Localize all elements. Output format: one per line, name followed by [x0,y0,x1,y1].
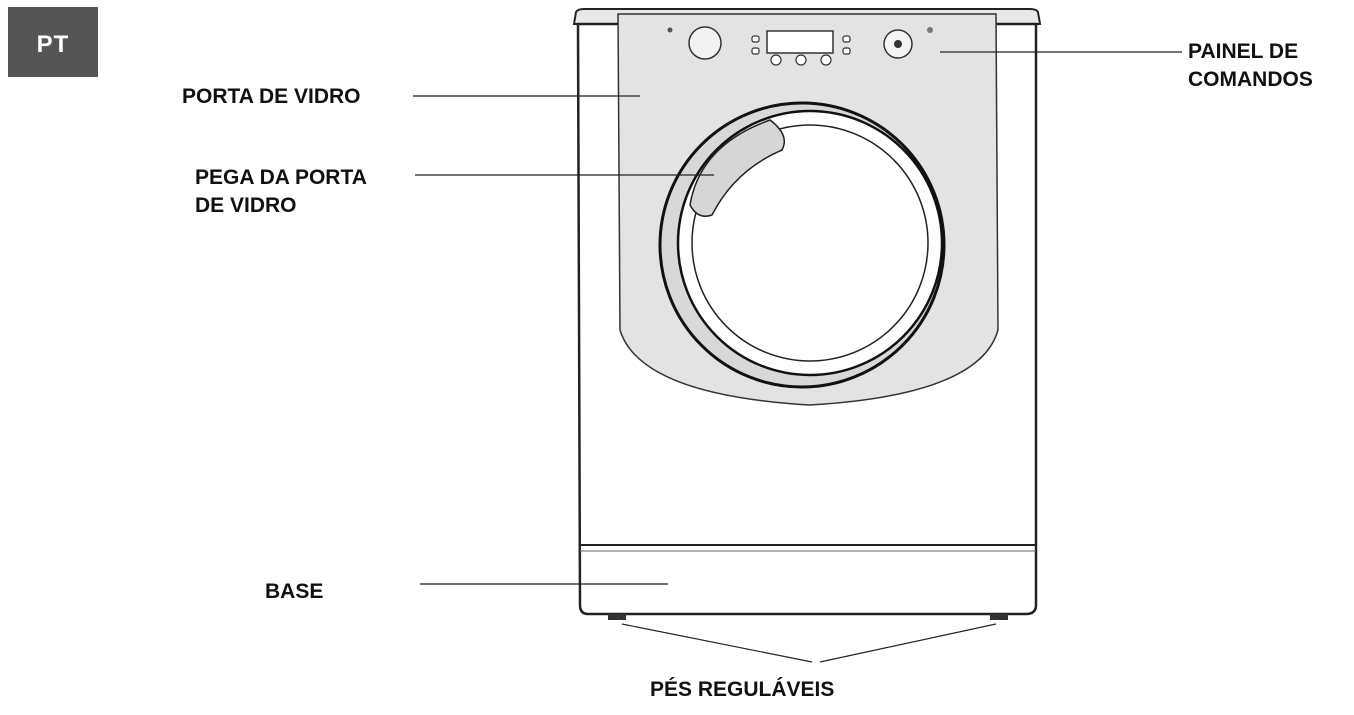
program-knob [688,26,722,60]
leader-pes-left [621,623,813,663]
label-pes-regulaveis: PÉS REGULÁVEIS [650,678,835,701]
foot-right [990,614,1008,620]
label-pega-line2: DE VIDRO [195,194,297,217]
foot-left [608,614,626,620]
label-painel-de-comandos: PAINEL DE COMANDOS [1188,38,1313,94]
label-painel-line2: COMANDOS [1188,68,1313,91]
control-buttons [751,35,851,66]
power-light [927,27,933,33]
leader-pes-right [819,623,997,663]
door-glass [691,124,929,362]
label-painel-line1: PAINEL DE [1188,40,1299,63]
language-badge: PT [8,7,98,77]
label-base: BASE [265,580,324,603]
display-screen [766,30,834,54]
label-porta-de-vidro: PORTA DE VIDRO [182,85,361,108]
label-pega-da-porta: PEGA DA PORTA DE VIDRO [195,164,367,220]
label-pega-line1: PEGA DA PORTA [195,166,367,189]
door-handle-shape [689,119,785,217]
selector-dial-center [894,40,902,48]
indicator-light [667,27,673,33]
